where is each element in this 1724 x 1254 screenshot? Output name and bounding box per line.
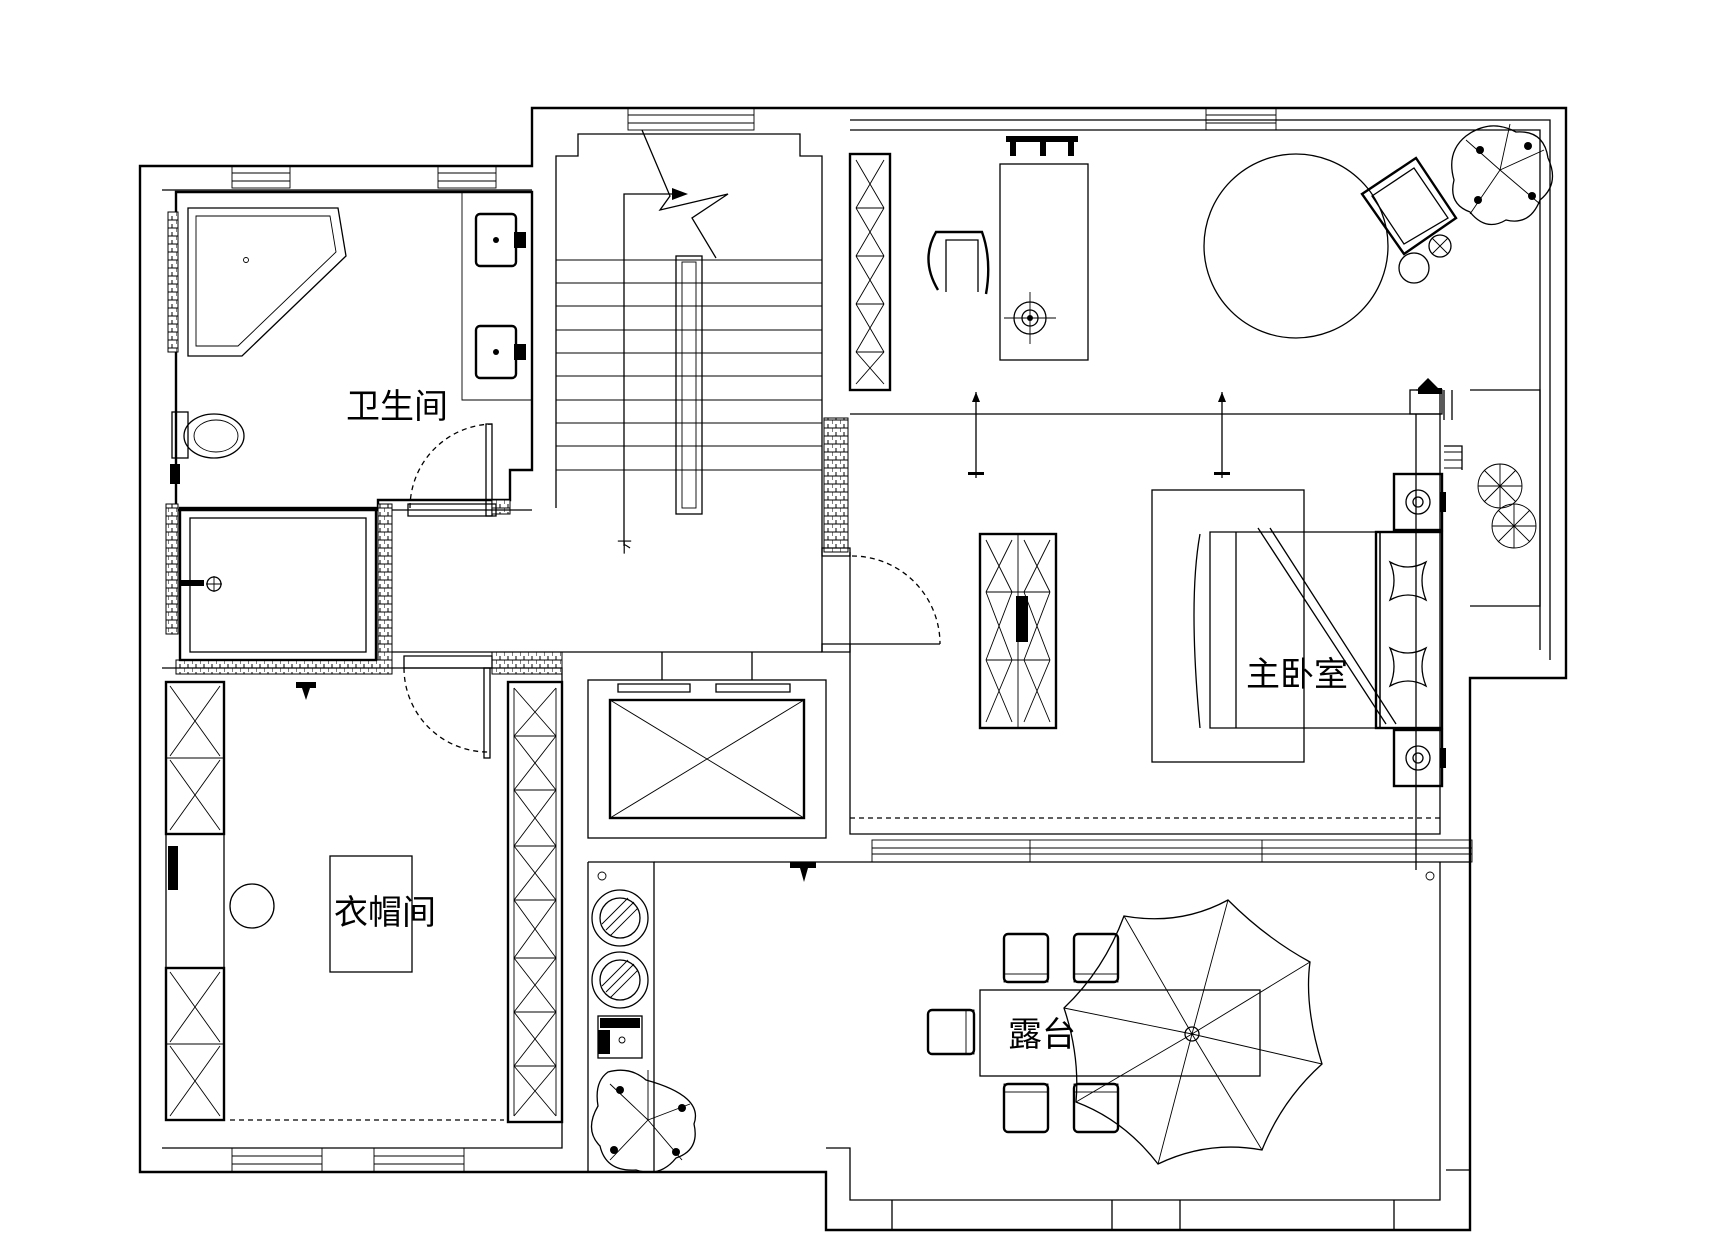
island-table: [329, 855, 413, 973]
tree-icon: [590, 1069, 696, 1173]
nightstand-lamp-icon: [1392, 728, 1446, 788]
bookshelf: [848, 152, 892, 392]
room-label-bathroom: 卫生间: [346, 387, 448, 427]
wardrobe-door[interactable]: [403, 667, 489, 753]
room-label-wardrobe: 衣帽间: [334, 893, 436, 933]
sink-icon: [597, 1015, 643, 1059]
wardrobe: 衣帽间: [162, 667, 564, 1149]
staircase: 下: [555, 129, 823, 652]
bedroom-rug: [1151, 489, 1305, 763]
dryer-icon: [591, 951, 649, 1009]
closet-right: [506, 680, 564, 1124]
laundry: [587, 861, 696, 1173]
corridor: [392, 503, 822, 759]
stool-icon: [229, 883, 275, 929]
planter: [1451, 123, 1554, 607]
room-label-master-bedroom: 主卧室: [1246, 655, 1348, 695]
chair-icon: [927, 230, 990, 295]
bathroom-door[interactable]: [409, 423, 493, 509]
round-rug: [1203, 153, 1389, 339]
nightstand-lamp-icon: [1392, 472, 1446, 532]
bathroom: 卫生间: [167, 190, 534, 517]
plant-icon: [1477, 463, 1537, 549]
desk: [999, 163, 1089, 361]
bathtub: [187, 207, 347, 357]
tree-icon: [1451, 123, 1554, 226]
terrace: 露台: [654, 861, 1470, 1230]
dining-chairs: [926, 932, 1120, 1134]
washer-icon: [591, 889, 649, 947]
room-label-terrace: 露台: [1008, 1015, 1076, 1055]
master-bedroom: 主卧室: [821, 378, 1463, 870]
stair-direction-label: 下: [617, 538, 632, 556]
desk-lamp-icon: [1004, 292, 1056, 344]
lift-shaft: [587, 652, 827, 839]
shower: [165, 499, 563, 675]
lounge-chair-icon: [1360, 156, 1458, 284]
toilet-icon: [171, 411, 245, 459]
umbrella-icon: [1063, 899, 1323, 1165]
tv-cabinet: [978, 532, 1058, 730]
bed: [1193, 527, 1444, 730]
windows: [231, 107, 1473, 1173]
study-area: [823, 136, 1458, 553]
